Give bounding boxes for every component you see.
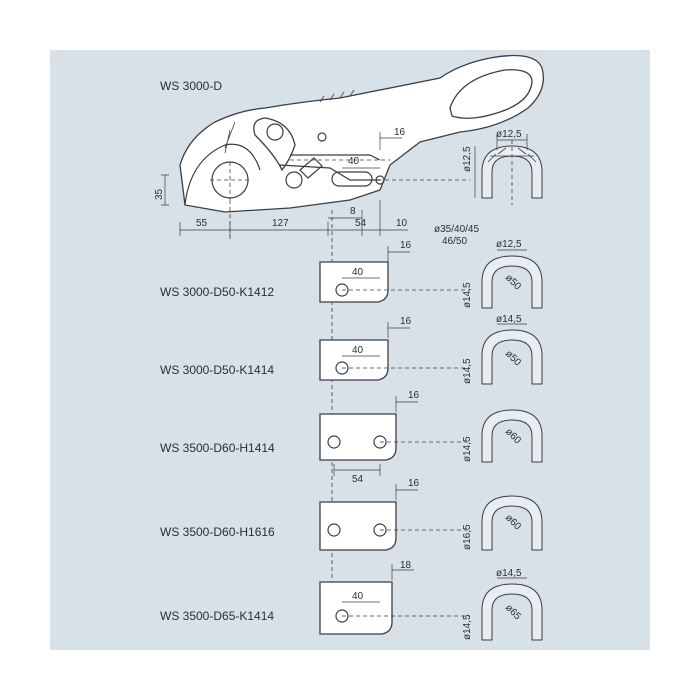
svg-text:10: 10 (396, 218, 408, 229)
variant-3-label: WS 3500-D60-H1414 (160, 441, 275, 455)
svg-text:ø14,5: ø14,5 (496, 314, 522, 325)
svg-text:18: 18 (400, 560, 412, 571)
svg-text:16: 16 (394, 127, 406, 138)
variant-2-label: WS 3000-D50-K1414 (160, 363, 274, 377)
svg-text:46/50: 46/50 (442, 236, 467, 247)
svg-text:54: 54 (352, 474, 364, 485)
variant-2: 16 40 WS 3000-D50-K1414 ø14,5 ø14,5 ø50 (160, 314, 543, 385)
svg-text:16: 16 (400, 240, 412, 251)
svg-text:40: 40 (352, 591, 364, 602)
svg-text:ø60: ø60 (503, 512, 523, 532)
svg-text:ø14,5: ø14,5 (462, 614, 473, 640)
variant-1: 16 40 WS 3000-D50-K1412 ø12,5 ø14,5 ø50 (160, 239, 543, 309)
coupling-body (179, 54, 545, 213)
svg-text:ø65: ø65 (503, 602, 523, 622)
svg-text:ø50: ø50 (503, 348, 523, 368)
drawing-panel: WS 3000-D 35 55 127 8 (50, 50, 650, 650)
top-dimensions: 35 55 127 8 54 10 16 40 (154, 127, 408, 236)
svg-text:ø14,5: ø14,5 (496, 568, 522, 579)
svg-text:ø14,5: ø14,5 (462, 436, 473, 462)
svg-text:16: 16 (400, 316, 412, 327)
svg-text:ø35/40/45: ø35/40/45 (434, 224, 479, 235)
svg-text:ø12,5: ø12,5 (496, 129, 522, 140)
svg-text:ø14,5: ø14,5 (462, 358, 473, 384)
svg-text:ø50: ø50 (503, 272, 523, 292)
svg-text:ø12,5: ø12,5 (496, 239, 522, 250)
variant-4: 16 WS 3500-D60-H1616 ø16,5 ø60 (160, 478, 543, 551)
svg-text:ø14,5: ø14,5 (462, 282, 473, 308)
svg-text:ø16,5: ø16,5 (462, 524, 473, 550)
svg-text:55: 55 (196, 218, 208, 229)
variant-5: 18 40 WS 3500-D65-K1414 ø14,5 ø14,5 ø65 (160, 560, 543, 641)
svg-text:ø12,5: ø12,5 (462, 146, 473, 172)
svg-text:35: 35 (154, 188, 165, 200)
variant-1-label: WS 3000-D50-K1412 (160, 285, 274, 299)
svg-text:54: 54 (355, 218, 367, 229)
svg-text:16: 16 (408, 478, 420, 489)
variant-4-label: WS 3500-D60-H1616 (160, 525, 275, 539)
svg-text:ø60: ø60 (503, 426, 523, 446)
variant-3: 16 54 WS 3500-D60-H1414 ø14,5 ø60 (160, 390, 543, 485)
svg-text:40: 40 (352, 345, 364, 356)
svg-text:40: 40 (352, 267, 364, 278)
variant-5-label: WS 3500-D65-K1414 (160, 609, 274, 623)
svg-text:8: 8 (350, 206, 356, 217)
svg-text:16: 16 (408, 390, 420, 401)
top-cross-section: ø12,5 ø12,5 ø35/40/45 46/50 (434, 129, 543, 247)
svg-text:40: 40 (348, 156, 360, 167)
technical-drawing: WS 3000-D 35 55 127 8 (154, 54, 545, 641)
svg-text:127: 127 (272, 218, 289, 229)
top-model-label: WS 3000-D (160, 79, 222, 93)
